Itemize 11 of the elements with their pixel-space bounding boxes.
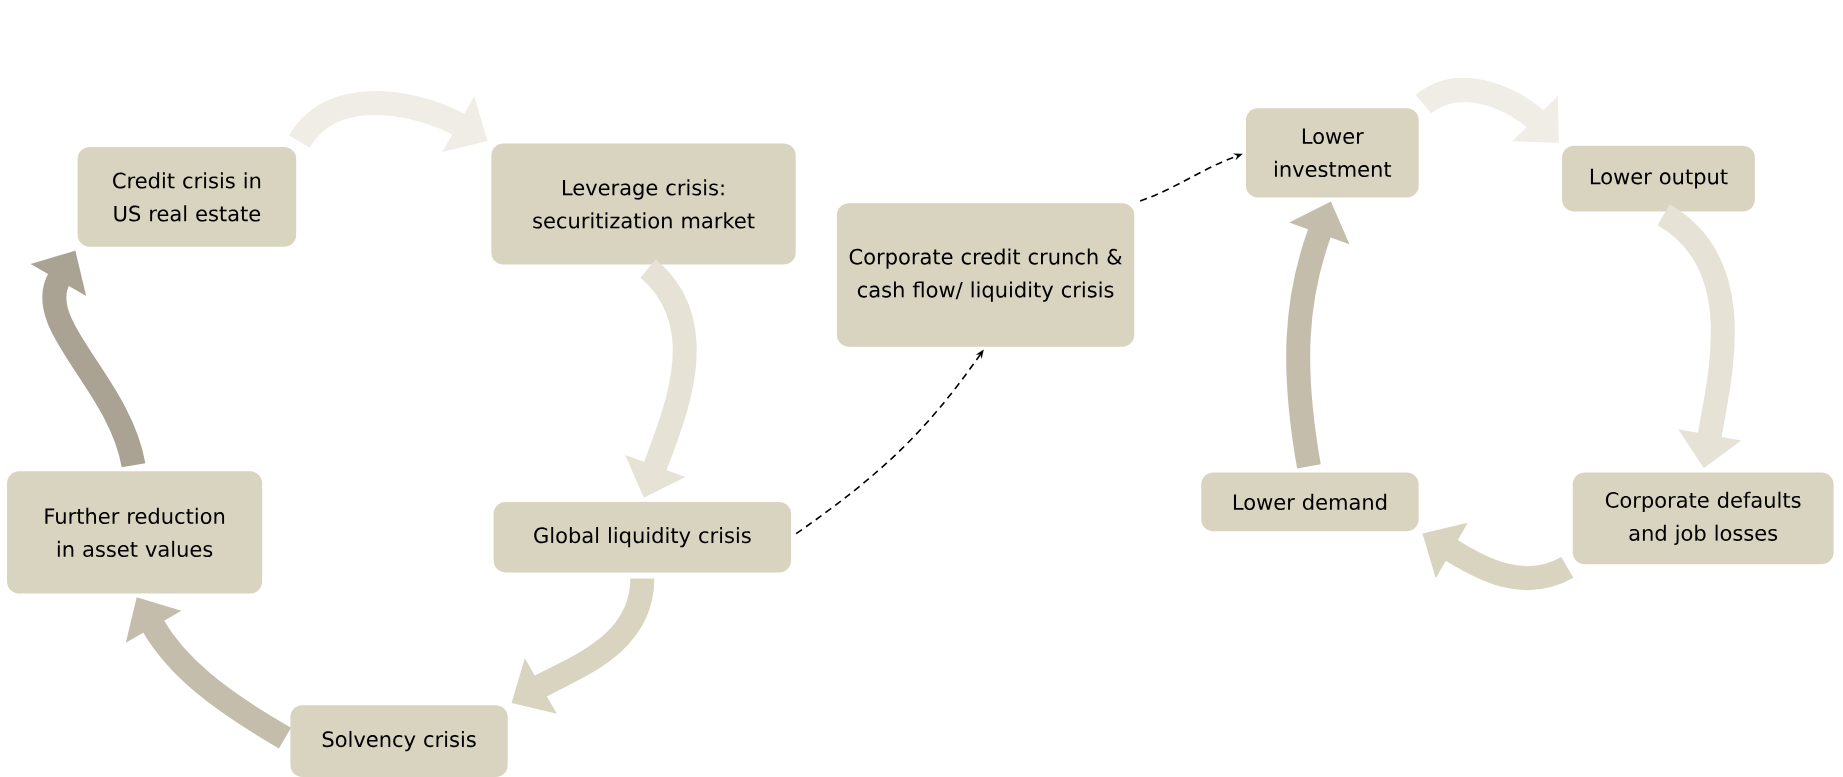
process-box: Lower demand: [1201, 472, 1419, 532]
process-box: Corporate credit crunch & cash flow/ liquidity crisis: [836, 203, 1135, 347]
process-box: Lower investment: [1245, 108, 1419, 198]
curved-arrow: [1416, 78, 1559, 143]
process-box: Further reduction in asset values: [7, 471, 263, 594]
process-box: Corporate defaults and job losses: [1572, 472, 1834, 565]
process-box: Global liquidity crisis: [493, 501, 792, 573]
process-box: Solvency crisis: [290, 705, 508, 777]
process-box: Leverage crisis: securitization market: [491, 143, 796, 265]
process-box: Credit crisis in US real estate: [77, 146, 297, 247]
process-box: Lower output: [1562, 145, 1755, 212]
